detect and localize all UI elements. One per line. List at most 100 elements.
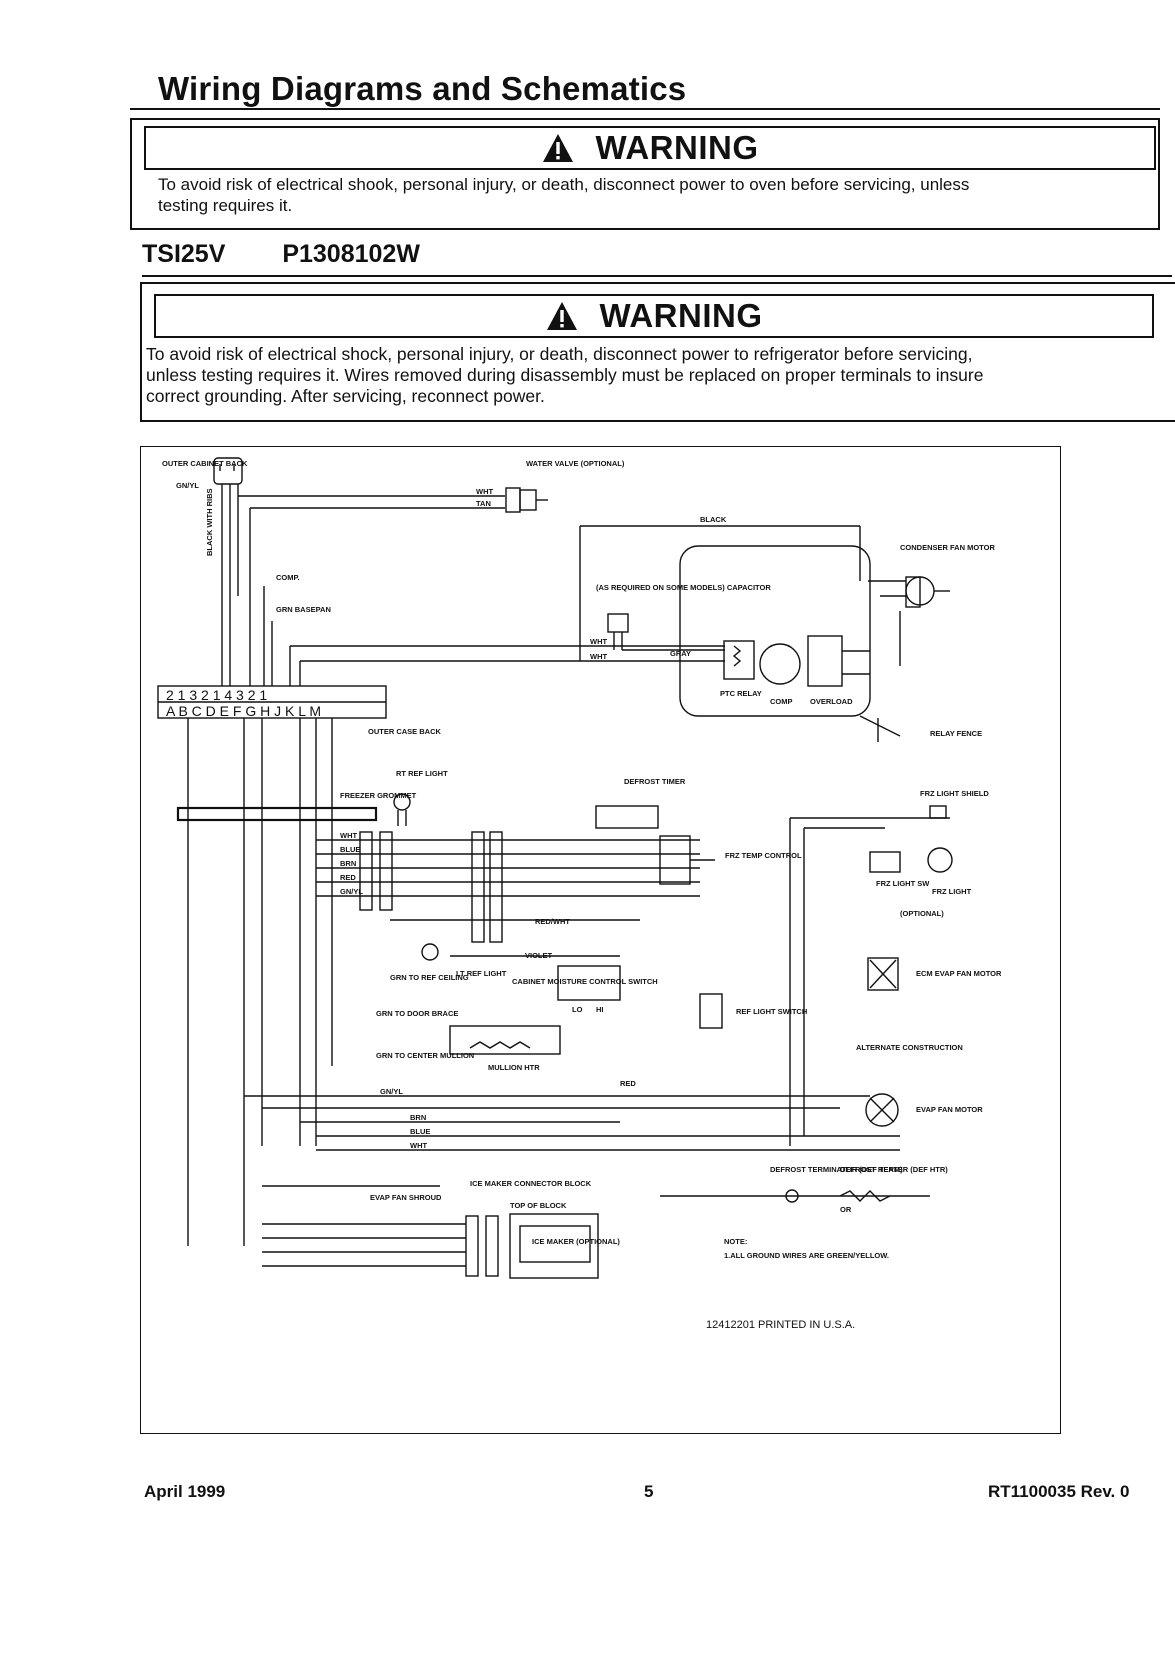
comp-ground-label: COMP. bbox=[276, 573, 300, 582]
ptc-relay bbox=[723, 640, 755, 680]
black-wire-label: BLACK bbox=[700, 515, 727, 524]
wht-label: WHT bbox=[410, 1141, 427, 1150]
frz-temp-control-label: FRZ TEMP CONTROL bbox=[725, 851, 802, 860]
ref-light-switch bbox=[699, 993, 723, 1029]
defrost-heater-label: DEFROST HEATER (DEF HTR) bbox=[840, 1165, 948, 1174]
terminal-top-label: 2 1 3 2 1 4 3 2 1 bbox=[166, 687, 267, 703]
evap-fan-motor bbox=[865, 1093, 899, 1127]
tan-label: TAN bbox=[476, 499, 491, 508]
cabinet-moisture-control-switch bbox=[450, 955, 621, 1001]
wht-label: WHT bbox=[590, 652, 607, 661]
warning-text-line: correct grounding. After servicing, reco… bbox=[146, 386, 545, 406]
footer-doc-number: RT1100035 Rev. 0 bbox=[988, 1482, 1130, 1501]
frz-light-label: FRZ LIGHT bbox=[932, 887, 972, 896]
wht-label: WHT bbox=[340, 831, 357, 840]
black-with-ribs-label: BLACK WITH RIBS bbox=[205, 489, 214, 557]
evap-fan-shroud-label: EVAP FAN SHROUD bbox=[370, 1193, 442, 1202]
freezer-grommet-label: FREEZER GROMMET bbox=[340, 791, 417, 800]
mullion-htr-label: MULLION HTR bbox=[488, 1063, 540, 1072]
printed-label: 12412201 PRINTED IN U.S.A. bbox=[706, 1319, 855, 1331]
defrost-timer-label: DEFROST TIMER bbox=[624, 777, 686, 786]
water-valve-label: WATER VALVE (OPTIONAL) bbox=[526, 459, 625, 468]
frz-light bbox=[927, 847, 953, 873]
gn-yl-label: GN/YL bbox=[380, 1087, 403, 1096]
frz-light-sw-label: FRZ LIGHT SW bbox=[876, 879, 930, 888]
ecm-evap-fan-motor-label: ECM EVAP FAN MOTOR bbox=[916, 969, 1002, 978]
warning-text-line: To avoid risk of electrical shock, perso… bbox=[146, 344, 973, 364]
ice-maker-connector-block-label: ICE MAKER CONNECTOR BLOCK bbox=[470, 1179, 592, 1188]
ice-maker-connector-block bbox=[465, 1215, 499, 1277]
terminal-block bbox=[157, 685, 387, 719]
gn-yl-label: GN/YL bbox=[176, 481, 199, 490]
wiring-schematic: OUTER CABINET BACK GN/YL BLACK WITH RIBS… bbox=[157, 457, 1002, 1331]
outer-cabinet-label: OUTER CABINET BACK bbox=[162, 459, 248, 468]
warning-text-line: testing requires it. bbox=[158, 196, 293, 215]
gray-label: GRAY bbox=[670, 649, 691, 658]
warning-banner-oven: WARNING bbox=[144, 126, 1156, 170]
violet-label: VIOLET bbox=[525, 951, 553, 960]
overload bbox=[807, 635, 843, 687]
footer-page-number: 5 bbox=[644, 1482, 654, 1501]
model-name: TSI25V bbox=[142, 240, 226, 268]
bottom-harness bbox=[244, 1095, 900, 1187]
warning-icon bbox=[542, 134, 573, 162]
frz-light-shield-label: FRZ LIGHT SHIELD bbox=[920, 789, 989, 798]
harness-horizontals bbox=[316, 839, 700, 921]
warning-box-oven bbox=[130, 118, 1160, 230]
lo-label: LO bbox=[572, 1005, 583, 1014]
top-of-block-label: TOP OF BLOCK bbox=[510, 1201, 567, 1210]
ref-light-switch-label: REF LIGHT SWITCH bbox=[736, 1007, 807, 1016]
frz-temp-control bbox=[659, 835, 715, 885]
warning-box-refrigerator bbox=[140, 282, 1175, 422]
model-rule bbox=[142, 275, 1172, 277]
capacitor-label: (AS REQUIRED ON SOME MODELS) CAPACITOR bbox=[596, 583, 771, 592]
wht-label: WHT bbox=[476, 487, 493, 496]
lt-ref-light bbox=[421, 943, 439, 961]
frz-light-shield bbox=[929, 805, 947, 819]
alternate-construction-label: ALTERNATE CONSTRUCTION bbox=[856, 1043, 963, 1052]
or-label: OR bbox=[840, 1205, 852, 1214]
page-title: Wiring Diagrams and Schematics bbox=[158, 70, 687, 107]
red-label: RED bbox=[620, 1079, 636, 1088]
mullion-heater bbox=[449, 1025, 561, 1055]
ice-maker bbox=[509, 1213, 599, 1279]
warning-text-oven: To avoid risk of electrical shook, perso… bbox=[158, 174, 969, 216]
defrost-timer bbox=[595, 805, 659, 829]
grn-to-center-mullion-label: GRN TO CENTER MULLION bbox=[376, 1051, 474, 1060]
ptc-relay-label: PTC RELAY bbox=[720, 689, 762, 698]
model-line: TSI25V P1308102W bbox=[142, 240, 470, 269]
compressor bbox=[759, 643, 801, 685]
brn-label: BRN bbox=[410, 1113, 426, 1122]
condenser-fan-motor bbox=[868, 576, 950, 666]
water-valve bbox=[505, 487, 548, 513]
condenser-fan-motor-label: CONDENSER FAN MOTOR bbox=[900, 543, 995, 552]
blue-label: BLUE bbox=[410, 1127, 430, 1136]
blue-label: BLUE bbox=[340, 845, 360, 854]
outer-case-back-label: OUTER CASE BACK bbox=[368, 727, 442, 736]
wht-label: WHT bbox=[590, 637, 607, 646]
grn-to-door-brace-label: GRN TO DOOR BRACE bbox=[376, 1009, 458, 1018]
grn-basepan-label: GRN BASEPAN bbox=[276, 605, 331, 614]
warning-word: WARNING bbox=[595, 129, 759, 166]
warning-text-line: To avoid risk of electrical shook, perso… bbox=[158, 175, 970, 194]
comp-label: COMP bbox=[770, 697, 793, 706]
optional-label: (OPTIONAL) bbox=[900, 909, 944, 918]
hi-label: HI bbox=[596, 1005, 604, 1014]
title-rule bbox=[130, 108, 1160, 110]
note-label: NOTE: bbox=[724, 1237, 747, 1246]
power-plug bbox=[213, 457, 243, 485]
brn-label: BRN bbox=[340, 859, 356, 868]
warning-word: WARNING bbox=[599, 297, 763, 334]
evap-fan-motor-label: EVAP FAN MOTOR bbox=[916, 1105, 983, 1114]
lt-ref-light-label: LT REF LIGHT bbox=[456, 969, 507, 978]
grn-to-ref-ceiling-label: GRN TO REF CEILING bbox=[390, 973, 469, 982]
note-text: 1.ALL GROUND WIRES ARE GREEN/YELLOW. bbox=[724, 1251, 889, 1260]
rt-ref-light-label: RT REF LIGHT bbox=[396, 769, 448, 778]
power-feed-wires bbox=[221, 484, 505, 686]
warning-icon bbox=[546, 302, 577, 330]
compressor-compartment bbox=[579, 525, 871, 717]
warning-banner-refrigerator: WARNING bbox=[154, 294, 1154, 338]
main-harness-verticals bbox=[187, 718, 333, 1246]
relay-fence-label: RELAY FENCE bbox=[930, 729, 982, 738]
ice-maker-label: ICE MAKER (OPTIONAL) bbox=[532, 1237, 620, 1246]
